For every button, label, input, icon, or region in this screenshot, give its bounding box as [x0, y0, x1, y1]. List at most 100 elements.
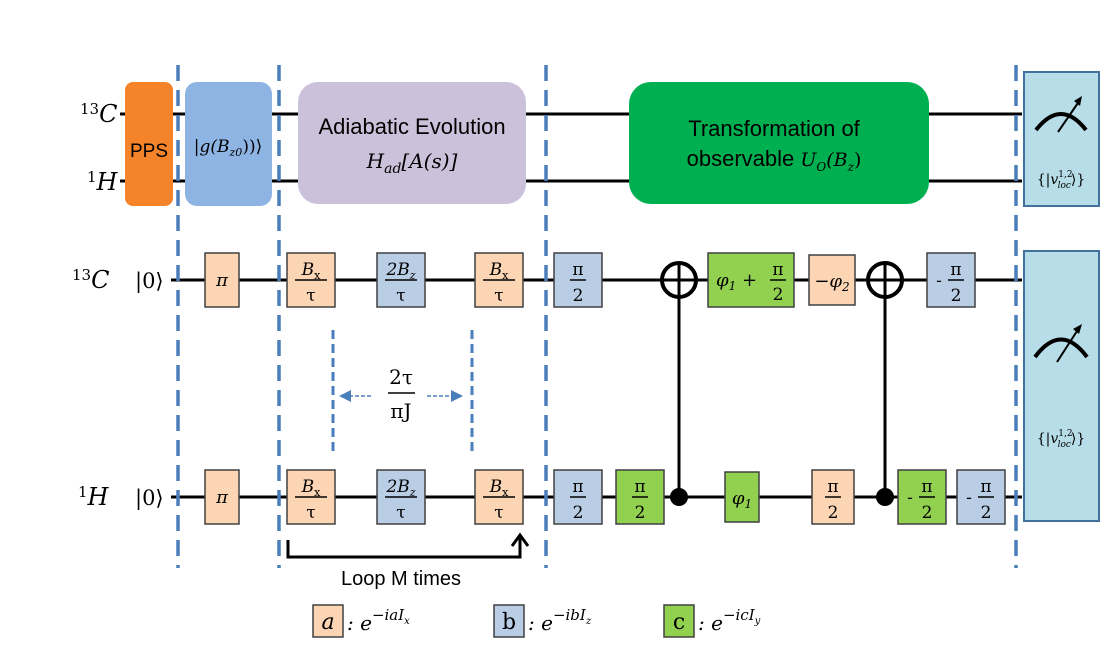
- init-state-block: [185, 82, 272, 206]
- gate-b: -π 2: [956, 469, 1006, 525]
- gate-numerator: π: [921, 477, 932, 497]
- loop-label: Loop M times: [341, 568, 461, 590]
- legend-swatch: [312, 604, 344, 638]
- gate-denominator: 2: [573, 286, 584, 306]
- gate-b: 2Bz τ: [376, 469, 426, 525]
- cnot-1-target-icon: [660, 261, 698, 299]
- gate-numerator: π: [772, 260, 783, 280]
- legend-swatch: [663, 604, 695, 638]
- gate-denominator: 2: [981, 503, 992, 523]
- gate-a: π: [204, 469, 240, 525]
- gate-label: −φ2: [814, 271, 849, 294]
- gate-numerator: π: [572, 260, 583, 280]
- gate-numerator: π: [980, 477, 991, 497]
- gate-sign: -: [907, 488, 913, 508]
- gate-sign: -: [966, 488, 972, 508]
- gate-numerator: 2Bz: [385, 477, 415, 499]
- legend-item-b: b : e−ibIz: [493, 604, 592, 638]
- gate-a: π: [204, 252, 240, 308]
- gate-denominator: 2: [922, 503, 933, 523]
- legend-key: b: [502, 610, 516, 635]
- legend-item-a: a : e−iaIx: [312, 604, 410, 638]
- delay-numerator: 2τ: [389, 365, 413, 389]
- legend-key: c: [673, 610, 685, 635]
- gate-box: [724, 471, 760, 523]
- loop-bracket: [286, 538, 522, 559]
- gate-numerator: 2Bz: [385, 260, 415, 282]
- gate-denominator: τ: [396, 286, 405, 306]
- legend-key: a: [321, 610, 334, 635]
- gate-label: φ1: [732, 488, 752, 511]
- top-label-hydrogen: 1H: [87, 168, 119, 196]
- top-section: 13C 1H PPS |g(Bz0))⟩ Adiabatic Evolution…: [80, 71, 1100, 207]
- gate-denominator: τ: [306, 286, 315, 306]
- gate-sign: -: [936, 271, 942, 291]
- gate-numerator: Bx: [489, 260, 510, 282]
- transformation-block: [629, 82, 929, 204]
- bottom-init-hydrogen: |0⟩: [135, 486, 164, 511]
- legend-formula: : e−iaIx: [347, 606, 410, 635]
- measurement-block-bottom: [1023, 250, 1100, 522]
- pps-label: PPS: [130, 141, 168, 162]
- meter-icon: [1034, 96, 1088, 133]
- gate-denominator: 2: [951, 286, 962, 306]
- gate-label-prefix: φ1 +: [716, 270, 757, 293]
- cnot-1-control-dot: [670, 488, 688, 506]
- gate-box: [808, 254, 856, 306]
- gate-box: [204, 252, 240, 308]
- gate-numerator: Bx: [489, 477, 510, 499]
- gate-denominator: 2: [828, 503, 839, 523]
- gate-box: [615, 469, 665, 525]
- gate-label: π: [215, 270, 229, 291]
- gate-box: [204, 469, 240, 525]
- gate-b: π2: [553, 252, 603, 308]
- gate-numerator: Bx: [301, 260, 322, 282]
- stage-separators: [176, 65, 1018, 568]
- meter-icon: [1033, 324, 1089, 363]
- gate-numerator: π: [950, 260, 961, 280]
- gate-a: −φ2: [808, 254, 856, 306]
- legend-formula: : e−icIy: [698, 606, 761, 635]
- gate-numerator: π: [827, 477, 838, 497]
- gate-c: π2: [615, 469, 665, 525]
- gate-c: φ1 + π2: [707, 252, 795, 308]
- gate-a: Bx τ: [286, 252, 336, 308]
- adiabatic-evolution-block: [298, 82, 526, 204]
- gate-numerator: Bx: [301, 477, 322, 499]
- gate-b: -π 2: [926, 252, 976, 308]
- delay-denominator: πJ: [390, 399, 411, 423]
- cnot-2-target-icon: [866, 261, 904, 299]
- measurement-block-top: [1023, 71, 1100, 207]
- gate-numerator: π: [634, 477, 645, 497]
- bottom-label-carbon: 13C: [72, 266, 109, 294]
- gate-a: Bxτ: [474, 469, 524, 525]
- legend-swatch: [493, 604, 525, 638]
- gate-c: φ1: [724, 471, 760, 523]
- legend-formula: : e−ibIz: [528, 606, 592, 635]
- gate-denominator: 2: [635, 503, 646, 523]
- gate-b: 2Bz τ: [376, 252, 426, 308]
- transformation-line1: Transformation of: [688, 116, 860, 141]
- gate-denominator: τ: [396, 503, 405, 523]
- gate-b: π2: [553, 469, 603, 525]
- gate-c: -π 2: [897, 469, 947, 525]
- gate-denominator: 2: [573, 503, 584, 523]
- pps-block: [125, 82, 173, 206]
- gate-a: Bx τ: [286, 469, 336, 525]
- gate-denominator: τ: [306, 503, 315, 523]
- bottom-init-carbon: |0⟩: [135, 269, 164, 294]
- cnot-2-control-dot: [876, 488, 894, 506]
- gate-a: Bxτ: [474, 252, 524, 308]
- gate-numerator: π: [572, 477, 583, 497]
- loop-arrow-icon: [510, 532, 530, 547]
- legend-item-c: c : e−icIy: [663, 604, 761, 638]
- legend: a : e−iaIx b : e−ibIz c : e−icIy: [312, 604, 761, 638]
- gate-a: π2: [811, 469, 855, 525]
- gate-label: π: [215, 487, 229, 508]
- bottom-label-hydrogen: 1H: [78, 483, 110, 511]
